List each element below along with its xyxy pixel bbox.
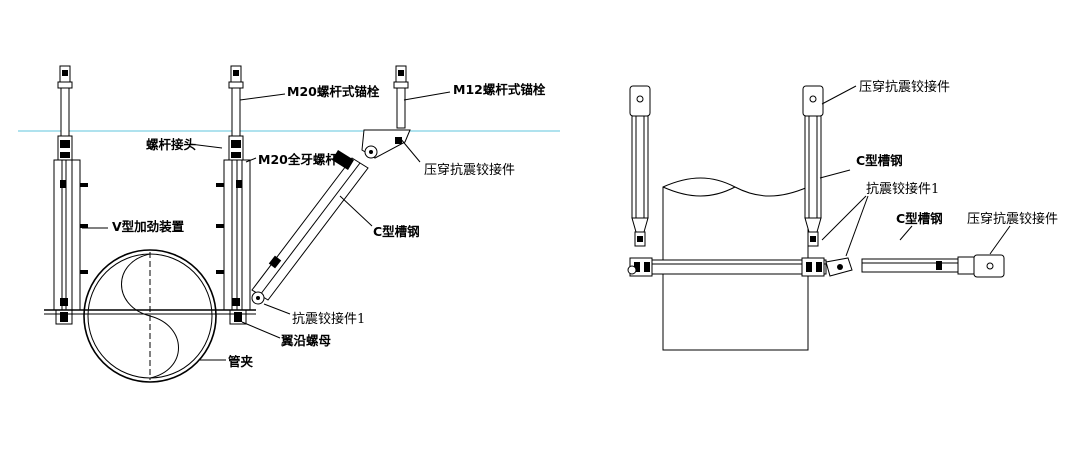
label-c-channel: C型槽钢 <box>373 224 420 239</box>
middle-hanger <box>216 65 251 325</box>
label-hinge-press: 压穿抗震铰接件 <box>424 162 515 178</box>
label-hinge-1: 抗震铰接件1 <box>292 311 365 327</box>
label-c-channel-mid: C型槽钢 <box>896 211 943 226</box>
label-m12-anchor: M12螺杆式锚栓 <box>453 82 546 97</box>
label-pipe-clamp: 管夹 <box>228 354 254 369</box>
label-flange-nut: 翼沿螺母 <box>280 333 332 348</box>
label-m20-threaded-rod: M20全牙螺杆 <box>258 152 338 167</box>
crossbar <box>627 257 827 277</box>
left-elevation-view: M20螺杆式锚栓 M12螺杆式锚栓 螺杆接头 M20全牙螺杆 压穿抗震铰接件 V… <box>18 65 560 383</box>
label-m20-anchor: M20螺杆式锚栓 <box>287 84 380 99</box>
left-leaders <box>82 91 451 361</box>
label-hinge-1-right: 抗震铰接件1 <box>866 181 939 197</box>
label-rod-coupler: 螺杆接头 <box>146 137 197 152</box>
left-drop-channel <box>629 85 651 247</box>
label-hinge-press-mid: 压穿抗震铰接件 <box>967 211 1058 227</box>
label-v-stiffener: V型加劲装置 <box>112 219 185 234</box>
right-side-view: 压穿抗震铰接件 C型槽钢 抗震铰接件1 C型槽钢 压穿抗震铰接件 <box>627 79 1058 351</box>
diagonal-brace <box>251 65 411 305</box>
side-brace <box>825 254 1005 278</box>
label-c-channel-top: C型槽钢 <box>856 153 903 168</box>
right-leaders <box>819 85 1011 257</box>
left-hanger <box>53 65 88 325</box>
label-hinge-press-top: 压穿抗震铰接件 <box>859 79 950 95</box>
right-drop-channel <box>802 85 824 247</box>
pipe-clamp <box>44 249 256 383</box>
